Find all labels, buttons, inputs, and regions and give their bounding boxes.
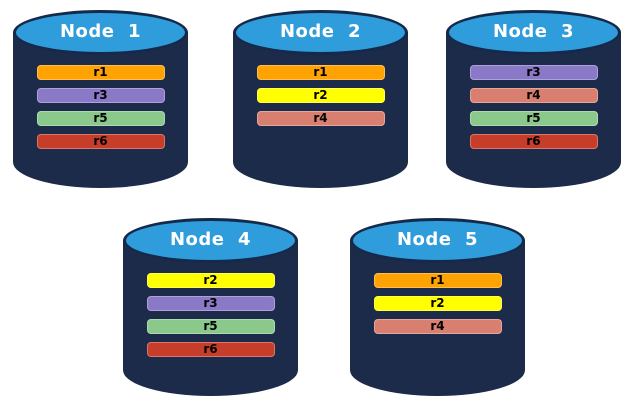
- replica-list: r1 r3 r5 r6: [36, 65, 165, 149]
- node-cylinder-2: Node 2 r1 r2 r4: [233, 10, 408, 188]
- replica-bar-r6: r6: [36, 134, 165, 149]
- cylinder-top-ellipse: Node 5: [350, 218, 525, 263]
- cylinder-body: [13, 32, 188, 188]
- replica-list: r1 r2 r4: [373, 273, 502, 334]
- node-title: Node 2: [279, 21, 362, 42]
- node-title: Node 3: [492, 21, 575, 42]
- replica-bar-r1: r1: [36, 65, 165, 80]
- replica-bar-r6: r6: [146, 342, 275, 357]
- replica-bar-r4: r4: [256, 111, 385, 126]
- cylinder-top-ellipse: Node 2: [233, 10, 408, 55]
- cylinder-body: [233, 32, 408, 188]
- replica-bar-r3: r3: [469, 65, 598, 80]
- cylinder-top-ellipse: Node 3: [446, 10, 621, 55]
- replica-bar-r5: r5: [469, 111, 598, 126]
- cylinder-top-ellipse: Node 1: [13, 10, 188, 55]
- replica-bar-r3: r3: [146, 296, 275, 311]
- node-title: Node 4: [169, 229, 252, 250]
- replica-bar-r2: r2: [373, 296, 502, 311]
- cylinder-top-ellipse: Node 4: [123, 218, 298, 263]
- cylinder-body: [350, 240, 525, 396]
- node-cylinder-1: Node 1 r1 r3 r5 r6: [13, 10, 188, 188]
- replica-bar-r5: r5: [146, 319, 275, 334]
- replica-list: r2 r3 r5 r6: [146, 273, 275, 357]
- cylinder-body: [446, 32, 621, 188]
- replica-bar-r1: r1: [373, 273, 502, 288]
- replica-bar-r6: r6: [469, 134, 598, 149]
- replica-bar-r2: r2: [256, 88, 385, 103]
- replica-bar-r3: r3: [36, 88, 165, 103]
- replica-list: r1 r2 r4: [256, 65, 385, 126]
- node-title: Node 5: [396, 229, 479, 250]
- replica-bar-r2: r2: [146, 273, 275, 288]
- node-cylinder-5: Node 5 r1 r2 r4: [350, 218, 525, 396]
- replica-bar-r1: r1: [256, 65, 385, 80]
- node-title: Node 1: [59, 21, 142, 42]
- replica-bar-r4: r4: [373, 319, 502, 334]
- cylinder-body: [123, 240, 298, 396]
- replica-bar-r5: r5: [36, 111, 165, 126]
- replica-list: r3 r4 r5 r6: [469, 65, 598, 149]
- node-cylinder-4: Node 4 r2 r3 r5 r6: [123, 218, 298, 396]
- node-cylinder-3: Node 3 r3 r4 r5 r6: [446, 10, 621, 188]
- replica-bar-r4: r4: [469, 88, 598, 103]
